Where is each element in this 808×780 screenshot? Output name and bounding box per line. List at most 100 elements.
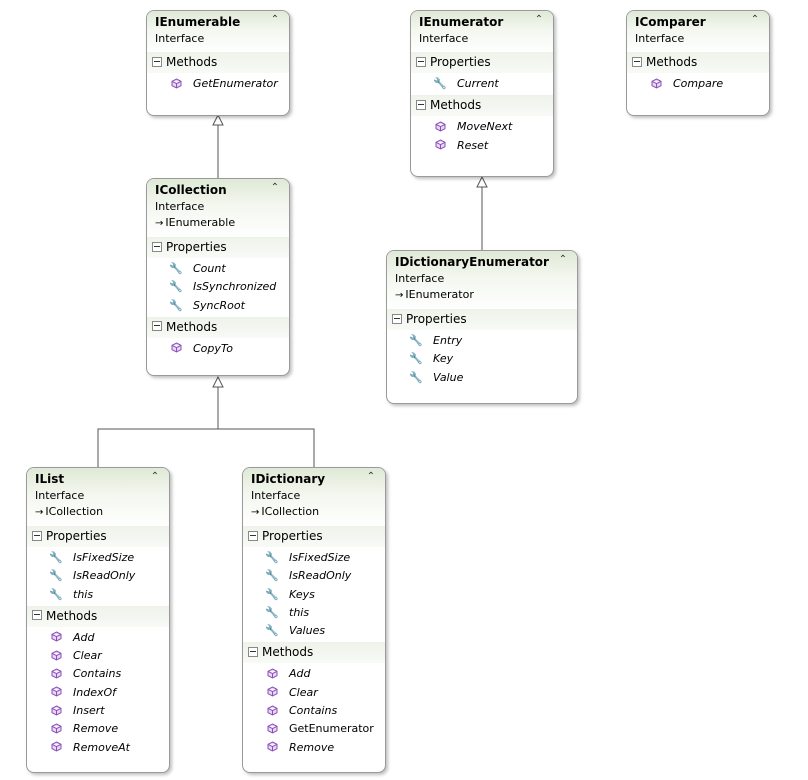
- method-item[interactable]: MoveNext: [411, 118, 553, 136]
- minus-box-icon[interactable]: [152, 56, 162, 67]
- interface-box-idictionaryenumerator[interactable]: IDictionaryEnumerator Interface →IEnumer…: [386, 250, 578, 404]
- interface-box-ienumerable[interactable]: IEnumerable Interface ⌃ Methods GetEnume…: [146, 10, 290, 116]
- double-chevron-up-icon[interactable]: ⌃: [270, 14, 280, 25]
- property-item[interactable]: 🔧 Count: [147, 260, 289, 278]
- minus-box-icon[interactable]: [416, 99, 426, 110]
- member-name: Remove: [73, 722, 119, 736]
- property-item[interactable]: 🔧Values: [243, 622, 385, 640]
- section-properties[interactable]: Properties: [27, 526, 169, 547]
- double-chevron-up-icon[interactable]: ⌃: [270, 182, 280, 193]
- section-label: Properties: [46, 529, 107, 543]
- section-properties[interactable]: Properties: [243, 526, 385, 547]
- section-label: Methods: [46, 608, 98, 623]
- cube-icon: [49, 720, 63, 738]
- method-item[interactable]: Clear: [243, 684, 385, 702]
- method-item[interactable]: IndexOf: [27, 684, 169, 702]
- base-interface[interactable]: →IEnumerable: [155, 215, 281, 232]
- wrench-icon: 🔧: [433, 77, 447, 90]
- wrench-icon: 🔧: [169, 262, 183, 275]
- base-interface[interactable]: →IEnumerator: [395, 287, 569, 304]
- member-name: Current: [457, 77, 499, 90]
- box-header: IList Interface →ICollection ⌃: [27, 468, 169, 526]
- property-item[interactable]: 🔧this: [243, 604, 385, 622]
- interface-kind: Interface: [419, 32, 469, 45]
- member-name: Entry: [433, 334, 463, 347]
- interface-box-icomparer[interactable]: IComparer Interface ⌃ Methods Compare: [626, 10, 770, 116]
- property-item[interactable]: 🔧Entry: [387, 332, 577, 350]
- double-chevron-up-icon[interactable]: ⌃: [534, 14, 544, 25]
- property-item[interactable]: 🔧IsFixedSize: [27, 549, 169, 567]
- property-item[interactable]: 🔧this: [27, 586, 169, 604]
- property-item[interactable]: 🔧IsSynchronized: [147, 278, 289, 296]
- method-item[interactable]: Remove: [243, 739, 385, 757]
- cube-icon: [49, 739, 63, 757]
- method-item[interactable]: GetEnumerator: [243, 720, 385, 738]
- method-item[interactable]: CopyTo: [147, 340, 289, 358]
- interface-box-ienumerator[interactable]: IEnumerator Interface ⌃ Properties 🔧 Curr…: [410, 10, 554, 177]
- property-item[interactable]: 🔧IsReadOnly: [27, 567, 169, 585]
- section-methods[interactable]: Methods: [27, 605, 169, 627]
- section-methods[interactable]: Methods: [147, 52, 289, 73]
- wrench-icon: 🔧: [409, 370, 423, 384]
- property-item[interactable]: 🔧Key: [387, 350, 577, 368]
- property-item[interactable]: 🔧Value: [387, 369, 577, 387]
- minus-box-icon[interactable]: [392, 313, 402, 324]
- base-interface[interactable]: →ICollection: [35, 504, 161, 521]
- member-name: MoveNext: [457, 120, 513, 134]
- section-properties[interactable]: Properties: [387, 309, 577, 330]
- interface-title: IList: [35, 472, 65, 486]
- property-item[interactable]: 🔧 Current: [411, 75, 553, 93]
- wrench-icon: 🔧: [49, 587, 63, 601]
- method-item[interactable]: Contains: [243, 702, 385, 720]
- section-properties[interactable]: Properties: [147, 237, 289, 258]
- wrench-icon: 🔧: [169, 280, 183, 294]
- minus-box-icon[interactable]: [152, 241, 162, 252]
- member-name: Keys: [289, 587, 315, 601]
- base-interface[interactable]: →ICollection: [251, 504, 377, 521]
- property-item[interactable]: 🔧IsReadOnly: [243, 567, 385, 585]
- double-chevron-up-icon[interactable]: ⌃: [558, 254, 568, 265]
- minus-box-icon[interactable]: [632, 56, 642, 67]
- method-item[interactable]: Clear: [27, 647, 169, 665]
- box-header: ICollection Interface →IEnumerable ⌃: [147, 179, 289, 237]
- method-item[interactable]: Insert: [27, 702, 169, 720]
- minus-box-icon[interactable]: [248, 530, 258, 541]
- box-header: IEnumerator Interface ⌃: [411, 11, 553, 52]
- method-item[interactable]: Contains: [27, 665, 169, 683]
- property-item[interactable]: 🔧SyncRoot: [147, 297, 289, 315]
- method-item[interactable]: Add: [27, 629, 169, 647]
- method-item[interactable]: Remove: [27, 720, 169, 738]
- minus-box-icon[interactable]: [248, 646, 258, 657]
- cube-icon: [49, 629, 63, 647]
- method-item[interactable]: RemoveAt: [27, 739, 169, 757]
- section-methods[interactable]: Methods: [411, 95, 553, 117]
- section-properties[interactable]: Properties: [411, 52, 553, 73]
- interface-title: IComparer: [635, 15, 706, 29]
- property-item[interactable]: 🔧Keys: [243, 586, 385, 604]
- method-item[interactable]: GetEnumerator: [147, 75, 289, 93]
- interface-title: IEnumerator: [419, 15, 504, 29]
- method-item[interactable]: Compare: [627, 75, 769, 93]
- wrench-icon: 🔧: [265, 624, 279, 638]
- cube-icon: [49, 702, 63, 720]
- minus-box-icon[interactable]: [416, 56, 426, 67]
- member-name: Count: [193, 262, 226, 275]
- double-chevron-up-icon[interactable]: ⌃: [366, 471, 376, 482]
- method-item[interactable]: Reset: [411, 137, 553, 155]
- interface-box-icollection[interactable]: ICollection Interface →IEnumerable ⌃ Pro…: [146, 178, 290, 376]
- box-header: IDictionaryEnumerator Interface →IEnumer…: [387, 251, 577, 309]
- interface-box-idictionary[interactable]: IDictionary Interface →ICollection ⌃ Pro…: [242, 467, 386, 773]
- minus-box-icon[interactable]: [32, 610, 42, 621]
- interface-box-ilist[interactable]: IList Interface →ICollection ⌃ Propertie…: [26, 467, 170, 773]
- double-chevron-up-icon[interactable]: ⌃: [750, 14, 760, 25]
- section-methods[interactable]: Methods: [627, 52, 769, 73]
- cube-icon: [169, 75, 183, 93]
- section-methods[interactable]: Methods: [147, 316, 289, 338]
- section-methods[interactable]: Methods: [243, 642, 385, 664]
- property-item[interactable]: 🔧IsFixedSize: [243, 549, 385, 567]
- section-label: Methods: [646, 55, 698, 69]
- double-chevron-up-icon[interactable]: ⌃: [150, 471, 160, 482]
- minus-box-icon[interactable]: [152, 321, 162, 332]
- method-item[interactable]: Add: [243, 665, 385, 683]
- minus-box-icon[interactable]: [32, 530, 42, 541]
